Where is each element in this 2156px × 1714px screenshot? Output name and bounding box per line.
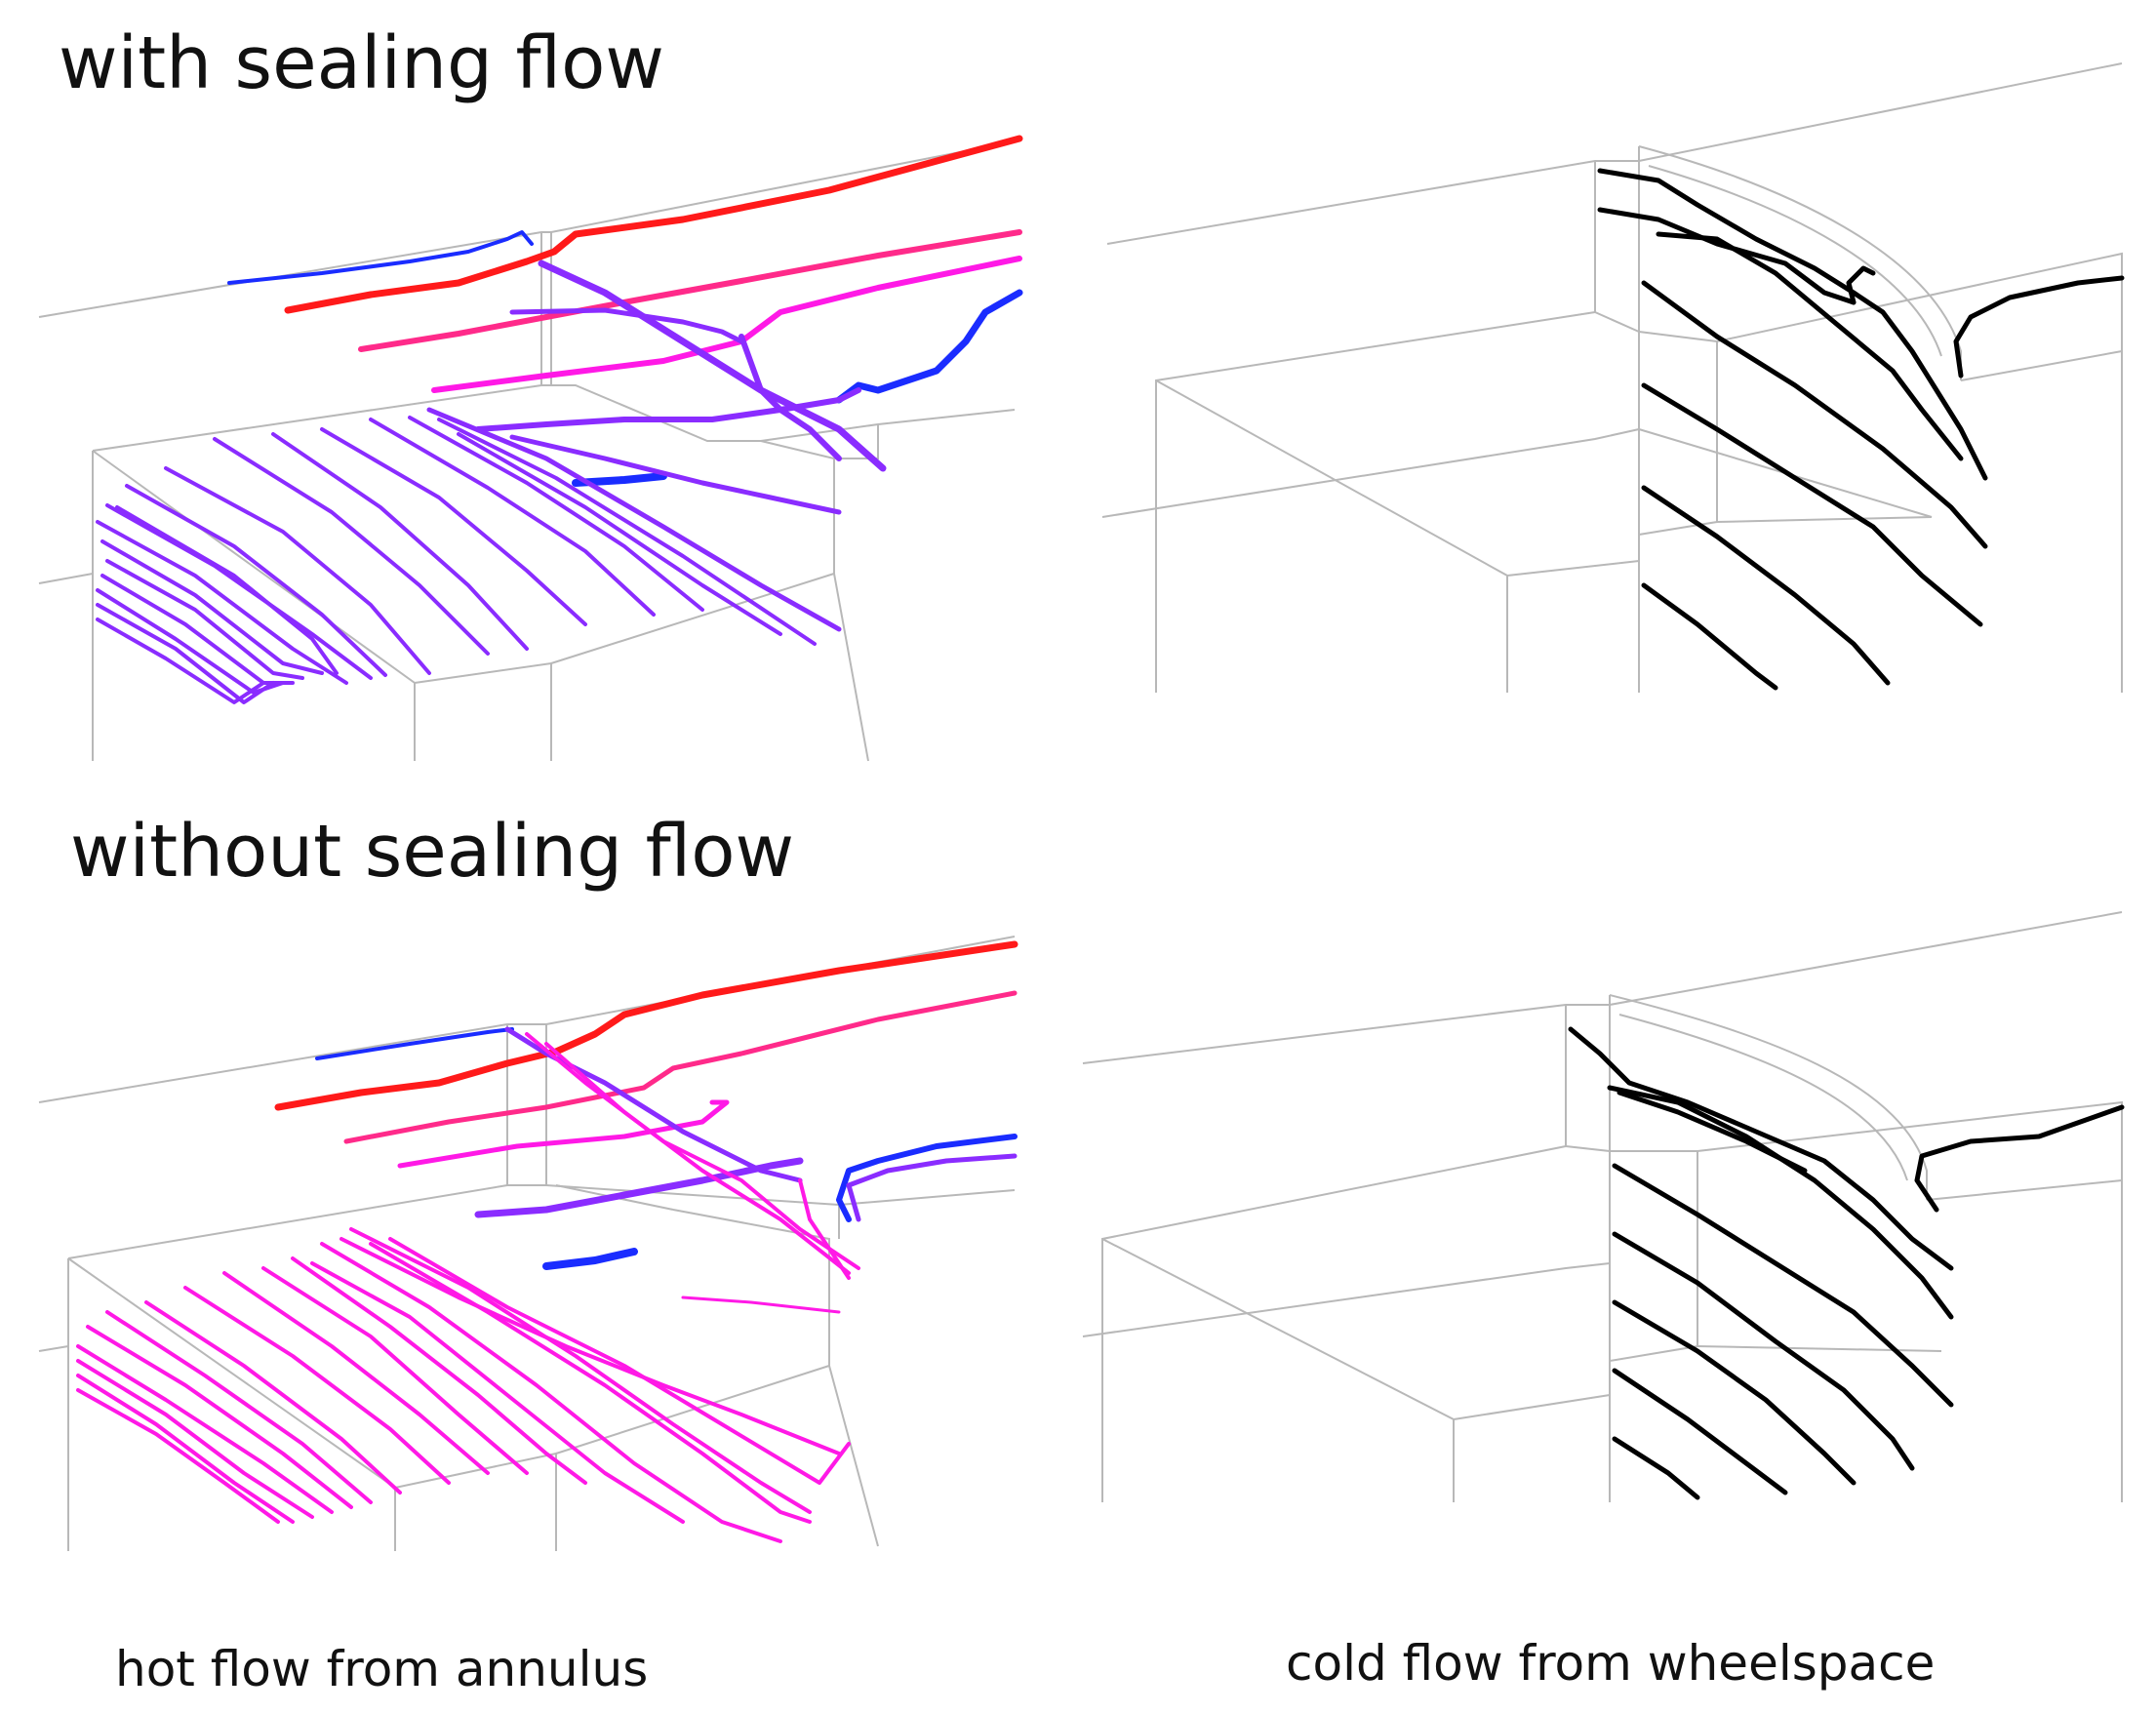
panel-title-without-sealing-flow: without sealing flow — [70, 810, 795, 894]
streamline-violet-long — [426, 407, 842, 632]
streamlines-bottom-left — [76, 940, 1018, 1543]
streamline-violet-diag-1 — [538, 259, 887, 472]
streamline-violet-lower — [509, 434, 842, 515]
streamline-pink-1 — [358, 229, 1022, 352]
streamline-violet-mid-b — [474, 1157, 804, 1218]
wireframe-bottom-right — [1082, 911, 2123, 1502]
streamline-magenta-diag-b — [525, 1032, 860, 1270]
streamline-blue-upper-b — [315, 1027, 514, 1060]
streamline-blue-right-b — [836, 1134, 1018, 1222]
streamlines-top-left — [96, 135, 1023, 704]
streamline-blue-right — [835, 289, 1023, 404]
streamline-violet-mid — [475, 387, 861, 432]
streamline-red-upper — [284, 135, 1023, 314]
streamline-blue-upper — [227, 230, 534, 285]
panel-title-with-sealing-flow: with sealing flow — [59, 21, 664, 105]
streamline-red-upper-b — [274, 940, 1018, 1111]
streamline-blue-short — [572, 472, 667, 487]
caption-cold-flow: cold flow from wheelspace — [1286, 1635, 1936, 1692]
streamline-violet-diag-2 — [509, 307, 744, 344]
streamline-blue-short-b — [542, 1248, 638, 1270]
wireframe-top-right — [1101, 62, 2123, 693]
streamline-pink-1-b — [343, 990, 1018, 1144]
streamline-violet-upper-b — [504, 1026, 803, 1183]
streamlines-bottom-right — [1568, 1026, 2125, 1500]
streamline-magenta-1-b — [397, 1099, 730, 1169]
streamlines-top-right — [1597, 168, 2125, 691]
wireframe-bottom-left — [38, 936, 1016, 1551]
caption-hot-flow: hot flow from annulus — [115, 1641, 649, 1697]
